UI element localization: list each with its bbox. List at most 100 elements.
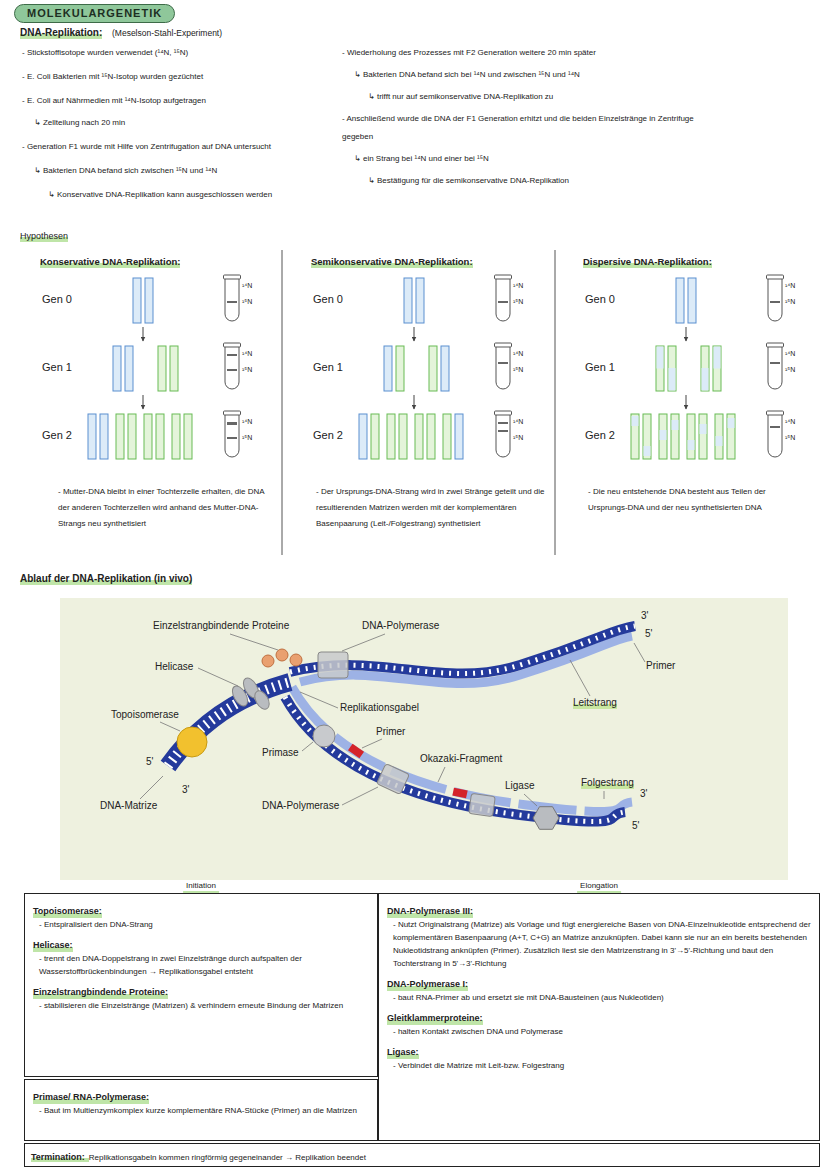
phase-heading: Initiation (183, 881, 219, 893)
note-text: - Generation F1 wurde mit Hilfe von Zent… (22, 138, 332, 156)
term-heading: Ligase: (387, 1046, 419, 1059)
note-text: ↳ trifft nur auf semikonservative DNA-Re… (368, 88, 812, 106)
generation-label: Gen 1 (42, 361, 72, 374)
term-heading: Helicase: (33, 939, 73, 952)
note-text: ↳ Bakterien DNA befand sich zwischen ¹⁵N… (34, 162, 330, 180)
phase-heading: Elongation (577, 881, 621, 893)
generation-label: Gen 2 (585, 429, 615, 442)
term-heading: DNA-Polymerase I: (387, 978, 468, 991)
section-heading: Hypothesen (20, 230, 68, 242)
generation-label: Gen 0 (42, 293, 72, 306)
figure-label: 5' (632, 820, 639, 832)
termination-box: Termination:Replikationsgabeln kommen ri… (24, 1143, 820, 1167)
generation-label: Gen 2 (42, 429, 72, 442)
column-heading: Semikonservative DNA-Replikation: (311, 256, 473, 268)
isotope-label: ¹⁴N (785, 417, 795, 426)
section-heading: DNA-Replikation: (20, 26, 102, 39)
figure-label: Replikationsgabel (340, 702, 419, 714)
term-text: - halten Kontakt zwischen DNA und Polyme… (387, 1025, 811, 1038)
hypothesis-description: - Die neu entstehende DNA besteht aus Te… (588, 484, 793, 516)
term-text: - trennt den DNA-Doppelstrang in zwei Ei… (33, 952, 369, 978)
figure-label: Helicase (155, 661, 193, 673)
figure-label: 5' (146, 756, 153, 768)
isotope-label: ¹⁴N (785, 281, 795, 290)
isotope-label: ¹⁵N (513, 433, 523, 442)
figure-label: DNA-Polymerase (262, 800, 339, 812)
figure-label: Einzelstrangbindende Proteine (153, 620, 289, 632)
isotope-label: ¹⁵N (513, 297, 523, 306)
term-heading: DNA-Polymerase III: (387, 905, 473, 918)
figure-label: Topoisomerase (111, 709, 179, 721)
isotope-label: ¹⁵N (513, 365, 523, 374)
dna-strand-bars (88, 278, 735, 459)
generation-label: Gen 2 (313, 429, 343, 442)
term-heading: Termination: (31, 1152, 89, 1162)
note-text: - E. Coli auf Nährmedien mit ¹⁴N-Isotop … (22, 92, 332, 110)
figure-label: Leitstrang (573, 697, 617, 709)
term-text: - Baut im Multienzymkomplex kurze komple… (33, 1104, 369, 1117)
isotope-label: ¹⁴N (513, 349, 523, 358)
note-text: ↳ ein Strang bei ¹⁴N und einer bei ¹⁵N (354, 150, 812, 168)
note-text: - Wiederholung des Prozesses mit F2 Gene… (342, 44, 812, 62)
hypothesis-description: - Mutter-DNA bleibt in einer Tochterzell… (58, 484, 273, 532)
term-text: - baut RNA-Primer ab und ersetzt sie mit… (387, 991, 811, 1004)
note-text: ↳ Bakterien DNA befand sich bei ¹⁴N und … (354, 66, 812, 84)
note-text: ↳ Konservative DNA-Replikation kann ausg… (48, 186, 330, 204)
isotope-label: ¹⁵N (785, 365, 795, 374)
figure-label: 3' (640, 788, 647, 800)
column-heading: Konservative DNA-Replikation: (40, 256, 180, 268)
note-text: - E. Coli Bakterien mit ¹⁵N-Isotop wurde… (22, 68, 332, 86)
figure-label: Okazaki-Fragment (420, 753, 502, 765)
generation-label: Gen 1 (313, 361, 343, 374)
isotope-label: ¹⁵N (242, 297, 252, 306)
figure-label: Ligase (505, 780, 534, 792)
term-text: Replikationsgabeln kommen ringförmig geg… (89, 1153, 370, 1162)
generation-label: Gen 0 (313, 293, 343, 306)
subtitle-text: (Meselson-Stahl-Experiment) (112, 27, 222, 40)
isotope-label: ¹⁵N (242, 433, 252, 442)
term-heading: Gleitklammerproteine: (387, 1012, 483, 1025)
term-heading: Topoisomerase: (33, 905, 102, 918)
centrifuge-tubes (224, 275, 784, 457)
figure-label: Primer (376, 726, 405, 738)
isotope-label: ¹⁵N (785, 297, 795, 306)
figure-label: Folgestrang (581, 777, 634, 789)
column-heading: Dispersive DNA-Replikation: (583, 256, 712, 268)
column-dividers (282, 250, 555, 555)
figure-label: 5' (645, 628, 652, 640)
generation-label: Gen 1 (585, 361, 615, 374)
note-text: ↳ Bestätigung für die semikonservative D… (368, 172, 812, 190)
isotope-label: ¹⁴N (513, 417, 523, 426)
replication-figure (60, 598, 788, 880)
note-text: ↳ Zellteilung nach 20 min (34, 114, 330, 132)
term-text: - Nutzt Originalstrang (Matrize) als Vor… (387, 918, 811, 970)
note-text: - Anschließend wurde die DNA der F1 Gene… (342, 110, 702, 146)
figure-label: DNA-Polymerase (362, 620, 439, 632)
figure-label: Primase (262, 747, 299, 759)
note-text: - Stickstoffisotope wurden verwendet (¹⁴… (22, 44, 332, 62)
figure-label: DNA-Matrize (100, 800, 157, 812)
isotope-label: ¹⁵N (242, 365, 252, 374)
section-heading: Ablauf der DNA-Replikation (in vivo) (20, 572, 192, 585)
notes-box: Primase/ RNA-Polymerase:- Baut im Multie… (24, 1079, 378, 1141)
generation-arrows (143, 327, 686, 409)
term-text: - stabilisieren die Einzelstränge (Matri… (33, 999, 369, 1012)
hypothesis-description: - Der Ursprungs-DNA-Strang wird in zwei … (316, 484, 548, 532)
isotope-label: ¹⁴N (785, 349, 795, 358)
isotope-label: ¹⁴N (242, 417, 252, 426)
figure-label: 3' (182, 784, 189, 796)
generation-label: Gen 0 (585, 293, 615, 306)
notes-box: InitiationTopoisomerase:- Entspiralisier… (24, 893, 378, 1077)
figure-label: 3' (641, 610, 648, 622)
term-text: - Verbindet die Matrize mit Leit-bzw. Fo… (387, 1059, 811, 1072)
isotope-label: ¹⁴N (513, 281, 523, 290)
term-text: - Entspiralisiert den DNA-Strang (33, 918, 369, 931)
figure-label: Primer (646, 660, 675, 672)
notes-box: ElongationDNA-Polymerase III:- Nutzt Ori… (378, 893, 820, 1141)
isotope-label: ¹⁴N (242, 281, 252, 290)
term-heading: Einzelstrangbindende Proteine: (33, 986, 168, 999)
term-heading: Primase/ RNA-Polymerase: (33, 1091, 149, 1104)
page-title: MOLEKULARGENETIK (14, 4, 175, 23)
isotope-label: ¹⁵N (785, 433, 795, 442)
